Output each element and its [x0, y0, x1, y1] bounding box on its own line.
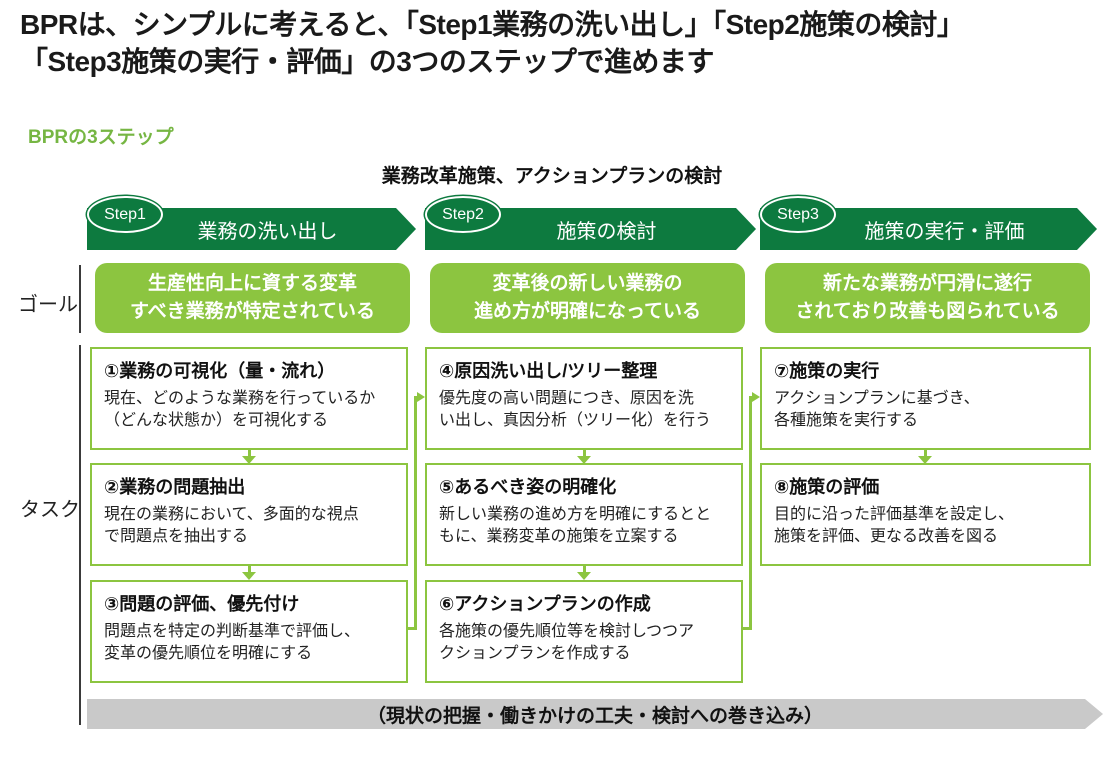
task-2-body: 現在の業務において、多面的な視点 で問題点を抽出する — [104, 506, 359, 546]
task-box-5: ⑤あるべき姿の明確化 新しい業務の進め方を明確にするとと もに、業務変革の施策を… — [425, 463, 743, 566]
task-3-title: ③問題の評価、優先付け — [104, 594, 300, 614]
task-4-title: ④原因洗い出し/ツリー整理 — [439, 361, 658, 381]
connector-task6-task7 — [749, 396, 752, 630]
step3-badge: Step3 — [760, 196, 836, 233]
step3-goal-box: 新たな業務が円滑に遂行 されており改善も図られている — [765, 263, 1090, 333]
connector-task3-task4 — [414, 396, 418, 399]
step2-goal-box: 変革後の新しい業務の 進め方が明確になっている — [430, 263, 745, 333]
task-box-3: ③問題の評価、優先付け 問題点を特定の判断基準で評価し、 変革の優先順位を明確に… — [90, 580, 408, 683]
section-heading: BPRの3ステップ — [28, 127, 174, 148]
page-title: BPRは、シンプルに考えると、「Step1業務の洗い出し」「Step2施策の検討… — [20, 6, 1084, 80]
down-arrow-icon — [242, 566, 256, 580]
task-box-1: ①業務の可視化（量・流れ） 現在、どのような業務を行っているか （どんな状態か）… — [90, 347, 408, 450]
task-7-title: ⑦施策の実行 — [774, 361, 880, 381]
task-box-6: ⑥アクションプランの作成 各施策の優先順位等を検討しつつア クションプランを作成… — [425, 580, 743, 683]
down-arrow-icon — [242, 450, 256, 464]
task-5-title: ⑤あるべき姿の明確化 — [439, 477, 617, 497]
page-title-line1: BPRは、シンプルに考えると、「Step1業務の洗い出し」「Step2施策の検討… — [20, 9, 965, 40]
connector-task6-task7 — [743, 627, 752, 630]
task-row-label: タスク — [20, 499, 80, 521]
goal-row-divider — [79, 265, 81, 333]
step1-goal-box: 生産性向上に資する変革 すべき業務が特定されている — [95, 263, 410, 333]
task-1-body: 現在、どのような業務を行っているか （どんな状態か）を可視化する — [104, 390, 376, 430]
bottom-process-arrow: （現状の把握・働きかけの工夫・検討への巻き込み） — [87, 699, 1103, 729]
down-arrow-icon — [577, 566, 591, 580]
task-box-7: ⑦施策の実行 アクションプランに基づき、 各種施策を実行する — [760, 347, 1091, 450]
page-title-line2: 「Step3施策の実行・評価」の3つのステップで進めます — [20, 46, 714, 77]
task-5-body: 新しい業務の進め方を明確にするとと もに、業務変革の施策を立案する — [439, 506, 712, 546]
connector-arrowhead-icon — [417, 392, 425, 402]
task-6-title: ⑥アクションプランの作成 — [439, 594, 651, 614]
task-box-4: ④原因洗い出し/ツリー整理 優先度の高い問題につき、原因を洗 い出し、真因分析（… — [425, 347, 743, 450]
goal-row-label: ゴール — [18, 294, 78, 316]
task-6-body: 各施策の優先順位等を検討しつつア クションプランを作成する — [439, 623, 695, 663]
step1-badge: Step1 — [87, 196, 163, 233]
task-7-body: アクションプランに基づき、 各種施策を実行する — [774, 390, 980, 430]
down-arrow-icon — [577, 450, 591, 464]
connector-task3-task4 — [414, 396, 417, 630]
step2-label: 施策の検討 — [556, 220, 657, 243]
down-arrow-icon — [918, 450, 932, 464]
diagram-header: 業務改革施策、アクションプランの検討 — [381, 166, 723, 187]
task-3-body: 問題点を特定の判断基準で評価し、 変革の優先順位を明確にする — [104, 623, 361, 663]
task-4-body: 優先度の高い問題につき、原因を洗 い出し、真因分析（ツリー化）を行う — [439, 390, 712, 430]
connector-task3-task4 — [408, 627, 417, 630]
task-row-divider — [79, 345, 81, 725]
task-8-body: 目的に沿った評価基準を設定し、 施策を評価、更なる改善を図る — [774, 506, 1015, 546]
task-box-8: ⑧施策の評価 目的に沿った評価基準を設定し、 施策を評価、更なる改善を図る — [760, 463, 1091, 566]
task-1-title: ①業務の可視化（量・流れ） — [104, 361, 336, 381]
step3-label: 施策の実行・評価 — [864, 220, 1025, 243]
step1-label: 業務の洗い出し — [197, 220, 338, 243]
connector-task6-task7 — [749, 396, 753, 399]
connector-arrowhead-icon — [752, 392, 760, 402]
task-box-2: ②業務の問題抽出 現在の業務において、多面的な視点 で問題点を抽出する — [90, 463, 408, 566]
task-8-title: ⑧施策の評価 — [774, 477, 880, 497]
step2-badge: Step2 — [425, 196, 501, 233]
task-2-title: ②業務の問題抽出 — [104, 477, 246, 497]
